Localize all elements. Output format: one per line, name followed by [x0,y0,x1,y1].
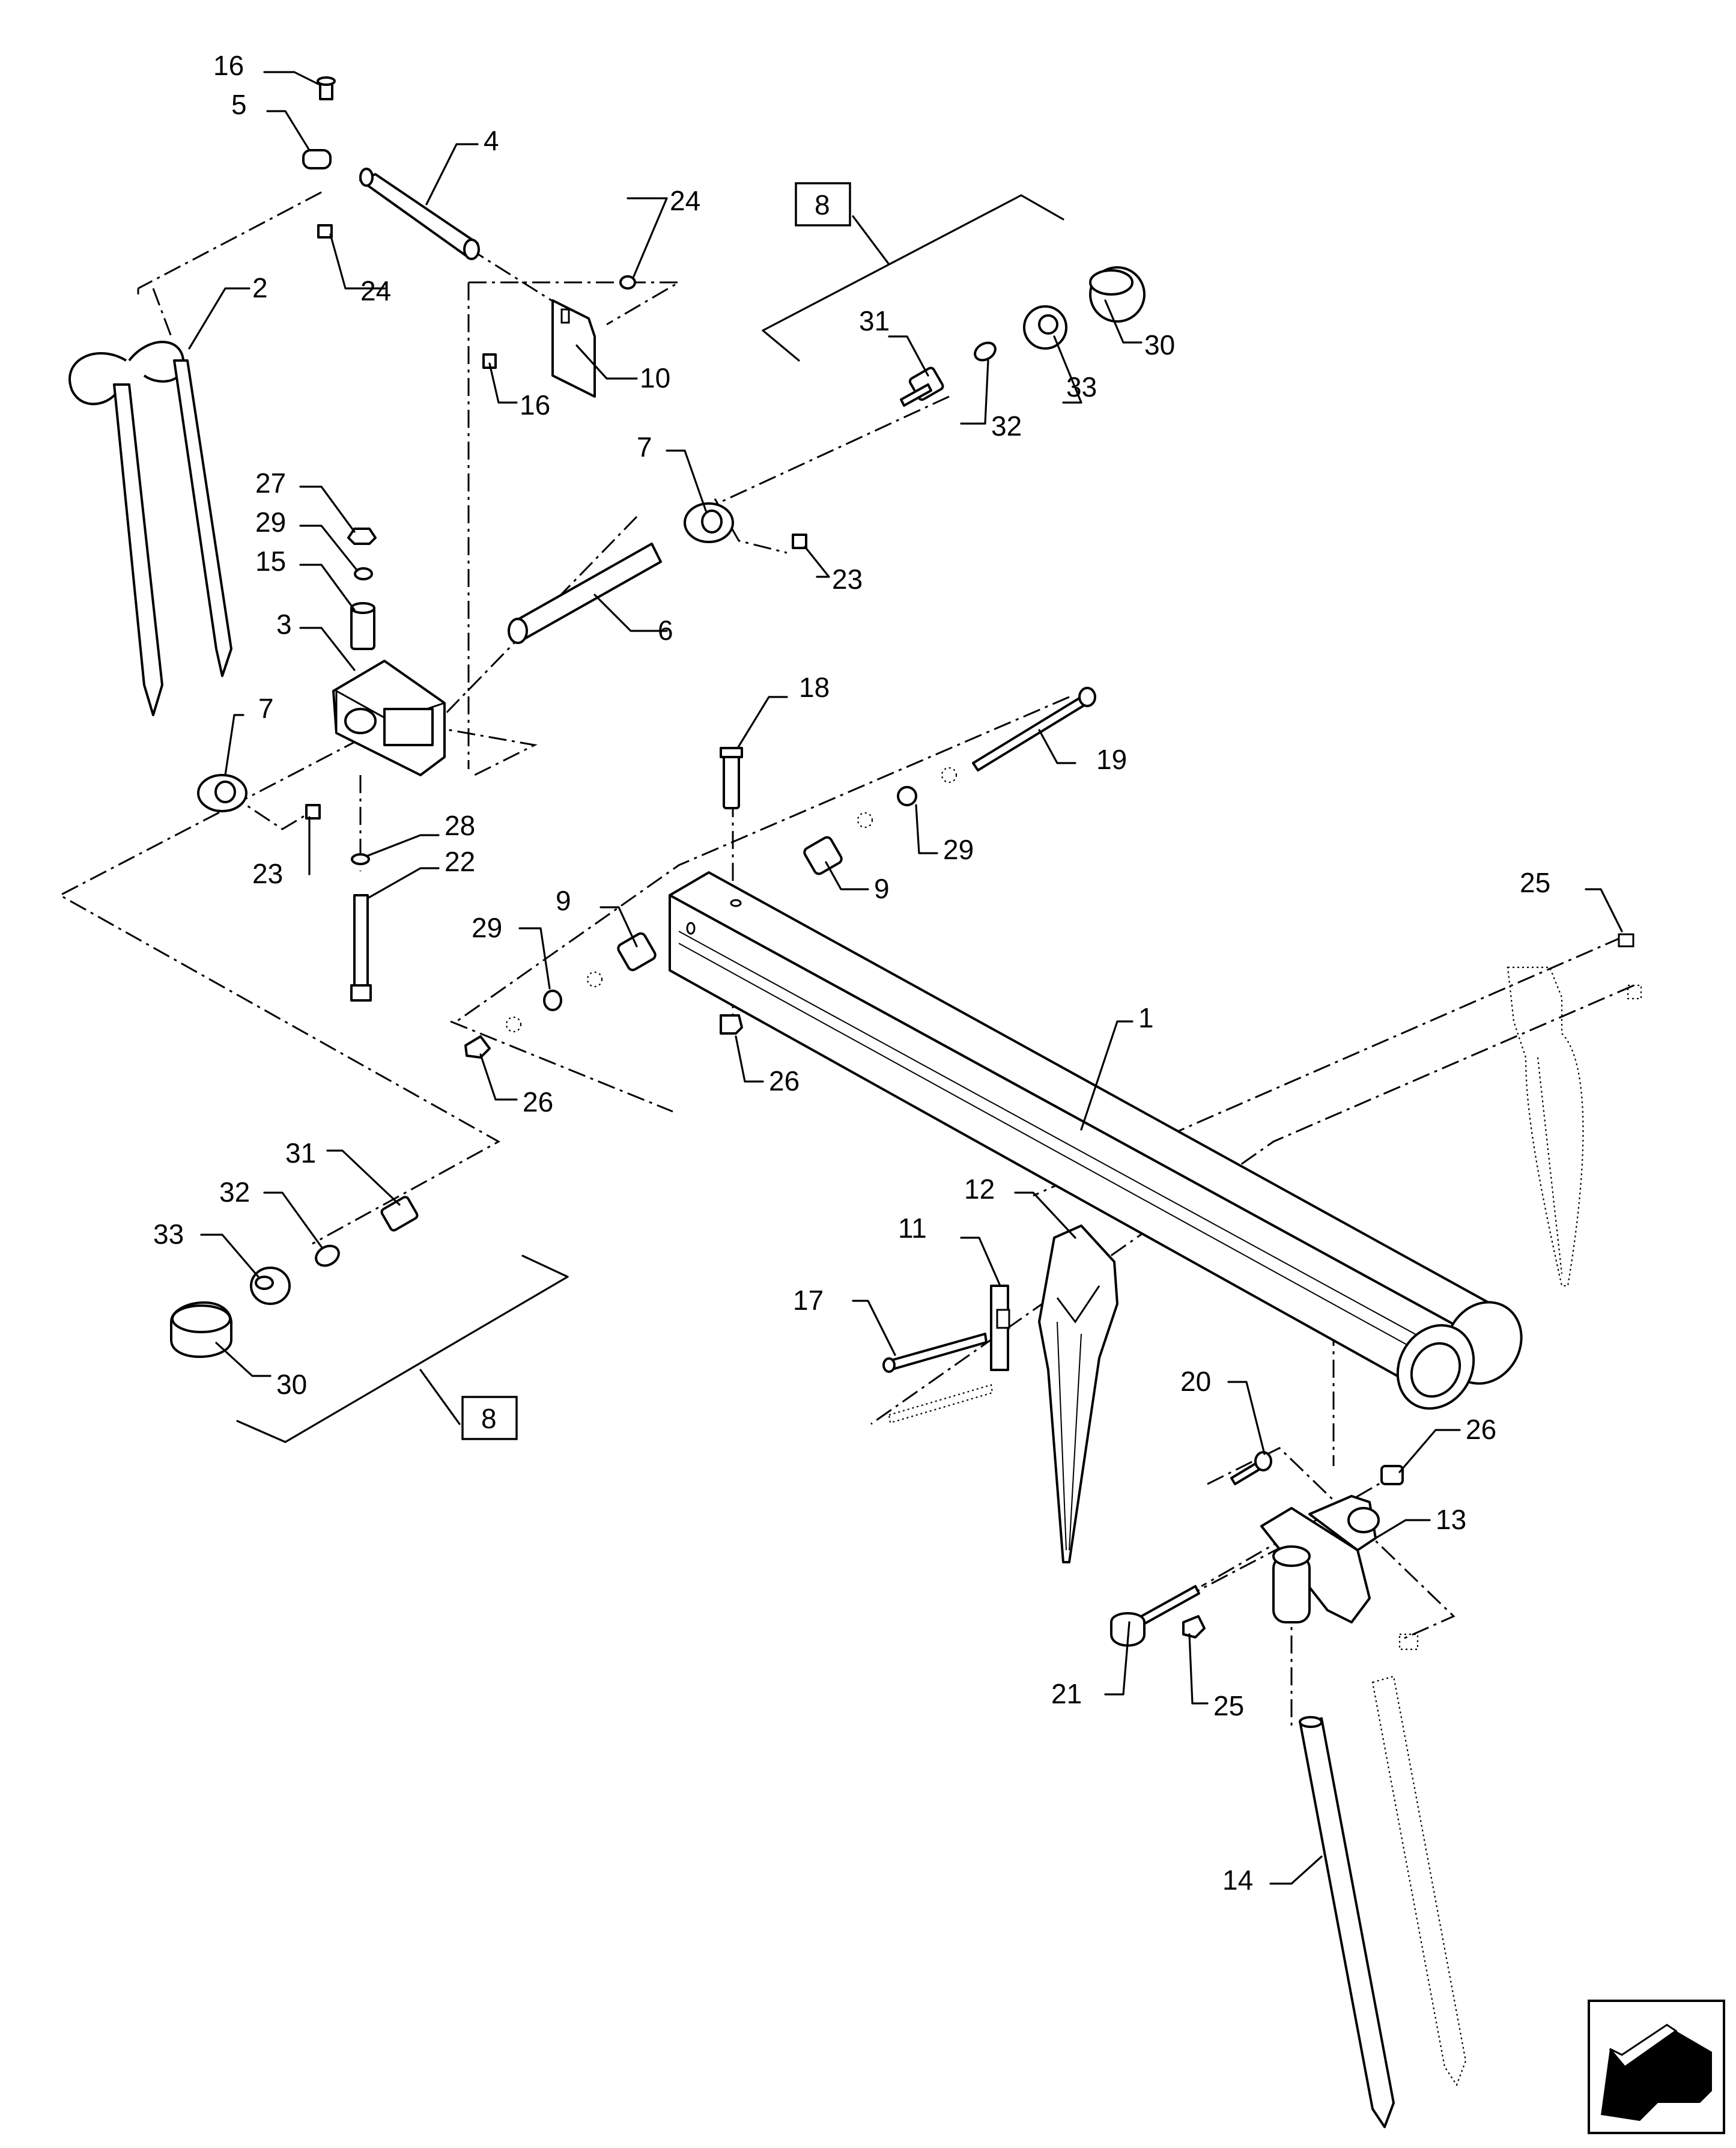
callout-33a: 33 [1066,371,1097,403]
bolt-part-17 [882,1333,994,1424]
callout-23b: 23 [252,858,283,889]
callout-27: 27 [255,467,286,499]
phantom-bolt [1398,1633,1419,1651]
callout-9b: 9 [874,873,890,904]
callout-26a: 26 [523,1086,553,1118]
callout-25a: 25 [1520,867,1550,898]
callout-22: 22 [445,846,475,877]
pin-part-4 [359,168,480,260]
axle-part-6 [508,543,662,644]
collar-part-7a [684,502,807,549]
callout-24b: 24 [360,275,391,306]
callout-7b: 7 [258,693,274,724]
clamp-part-11 [990,1285,1010,1371]
callout-33b: 33 [153,1219,184,1250]
callout-10: 10 [640,362,670,394]
reference-box-8-upper: 8 [795,182,851,227]
callout-26c: 26 [1466,1414,1496,1445]
callout-7a: 7 [637,431,652,463]
direction-arrow-icon [1588,2000,1725,2134]
reference-8-upper [762,194,1064,362]
main-bar-part-1 [669,871,1523,1410]
callout-6: 6 [658,615,673,646]
callout-28: 28 [445,810,475,841]
collar-part-7b [197,774,321,820]
bolt-part-21 [1110,1585,1200,1647]
reference-8-lower [236,1255,569,1443]
callout-23a: 23 [832,564,863,595]
reference-label-8b: 8 [481,1403,497,1434]
callout-3: 3 [276,609,292,640]
callout-20: 20 [1180,1366,1211,1397]
callout-29b: 29 [943,834,974,865]
callout-11: 11 [898,1212,927,1244]
callout-15: 15 [255,546,286,577]
shank-part-12 [1038,1225,1118,1563]
reference-label-8a: 8 [815,189,830,221]
callout-18: 18 [799,672,830,703]
reference-box-8-lower: 8 [461,1396,518,1440]
leader-lines [188,71,1623,1885]
callout-30b: 30 [276,1369,307,1400]
fastener-group [350,687,1096,1059]
callout-24a: 24 [670,185,700,216]
callout-32a: 32 [991,410,1022,442]
fork-part-2 [68,341,232,716]
callout-1: 1 [1138,1002,1154,1033]
callout-21: 21 [1051,1678,1082,1709]
callout-13: 13 [1436,1504,1466,1535]
callout-25b: 25 [1213,1690,1244,1721]
callout-19: 19 [1096,744,1127,775]
callout-4: 4 [484,125,499,156]
spacer-stack [347,528,377,650]
shank-rod-part-14 [1299,1675,1467,2128]
nut-25b [1182,1615,1206,1638]
callout-31a: 31 [859,305,890,336]
phantom-shank-right [1507,933,1642,1287]
holder-part-13 [1260,1465,1404,1623]
callout-29c: 29 [472,912,502,943]
callout-16a: 16 [213,50,244,81]
callout-9a: 9 [556,885,571,916]
callout-2: 2 [252,272,268,303]
callout-12: 12 [964,1173,995,1205]
callout-32b: 32 [219,1176,250,1208]
callout-labels: 16 5 4 24 24 2 10 16 31 32 33 30 7 23 6 … [153,50,1550,1896]
hub-assembly-upper [900,266,1146,407]
callout-14: 14 [1222,1864,1253,1896]
callout-17: 17 [793,1285,824,1316]
callout-31b: 31 [285,1137,316,1169]
bolt-part-20 [1230,1451,1272,1485]
callout-16b: 16 [520,389,550,421]
callout-30a: 30 [1144,329,1175,361]
callout-5: 5 [231,89,247,120]
callout-26b: 26 [769,1065,800,1097]
callout-29a: 29 [255,507,286,538]
upper-hardware [302,76,636,290]
bracket-part-10 [551,299,596,398]
hub-assembly-lower [170,1196,419,1358]
head-block-part-3 [332,660,446,776]
